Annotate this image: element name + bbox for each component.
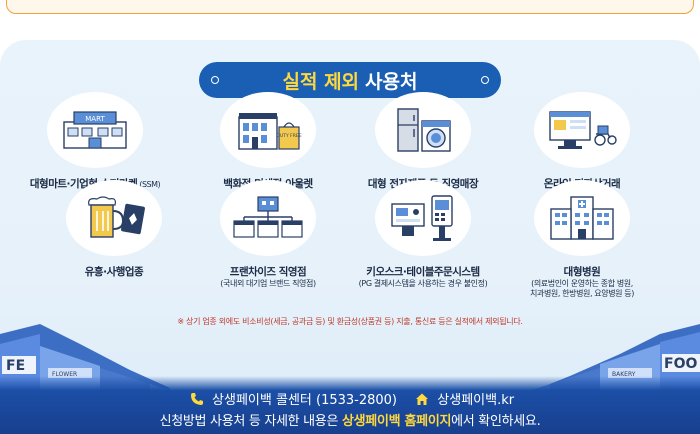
item-sublabel: 치과병원, 한방병원, 요양병원 등) [530,289,634,298]
flower-shop-sign: FLOWER [52,371,77,378]
item-sublabel: (국내외 대기업 브랜드 직영점) [220,279,316,288]
item-label: 프랜차이즈 직영점 [229,266,307,278]
item-supermarket: MART 대형마트·기업형 슈퍼마켓 (SSM) [15,92,175,191]
kiosk-icon [375,180,471,256]
item-franchise: 프랜차이즈 직영점 (국내외 대기업 브랜드 직영점) [188,180,348,289]
item-label: 유흥·사행업종 [84,266,144,278]
supermarket-icon: MART [47,92,143,168]
home-icon [415,392,429,410]
footer-contact: 상생페이백 콜센터 (1533-2800) 상생페이백.kr [0,389,700,410]
item-sublabel: (PG 결제시스템을 사용하는 경우 불인정) [358,279,488,288]
title-dot-left [211,76,219,84]
item-hospital: 대형병원 (의료법인이 운영하는 종합 병원, 치과병원, 한방병원, 요양병원… [502,180,662,299]
item-appliance-store: 대형 전자제품 등 직영매장 [343,92,503,191]
title-rest: 사용처 [365,70,418,93]
footer-guide-after: 에서 확인하세요. [451,414,541,429]
food-shop-sign: FOO [664,356,697,372]
item-sublabel: (의료법인이 운영하는 종합 병원, [531,279,633,288]
item-label: 키오스크·테이블주문시스템 [366,266,480,278]
department-store-icon: DUTY FREE [220,92,316,168]
item-label: 대형병원 [563,266,601,278]
website-link[interactable]: 상생페이백.kr [437,393,515,408]
homepage-link[interactable]: 상생페이백 홈페이지 [341,414,452,429]
item-online-commerce: 온라인 전자상거래 (쇼핑몰, 배달앱 등) [502,92,662,201]
supermarket-sign: MART [85,115,105,123]
footer-band [0,376,700,434]
call-center-text: 상생페이백 콜센터 (1533-2800) [212,393,397,408]
footer-guide: 신청방법 사용처 등 자세한 내용은 상생페이백 홈페이지에서 확인하세요. [0,410,700,429]
exclusion-notice: ※ 상기 업종 외에도 비소비성(세금, 공과금 등) 및 환금성(상품권 등)… [177,317,523,326]
title-highlight: 실적 제외 [282,70,360,93]
duty-free-sign: DUTY FREE [276,133,301,139]
appliance-icon [375,92,471,168]
item-department-store: DUTY FREE 백화점·면세점·아울렛 [188,92,348,191]
bakery-shop-sign: BAKERY [612,371,636,378]
item-entertainment: 유흥·사행업종 [34,180,194,279]
beer-cards-icon [66,180,162,256]
footer-guide-before: 신청방법 사용처 등 자세한 내용은 [159,414,342,429]
phone-icon [190,392,204,410]
left-shop-sign: FE [6,358,25,374]
section-title: 실적 제외 사용처 [199,62,501,98]
item-kiosk: 키오스크·테이블주문시스템 (PG 결제시스템을 사용하는 경우 불인정) [343,180,503,289]
hospital-icon [534,180,630,256]
top-box-edge [6,0,694,14]
franchise-icon [220,180,316,256]
top-strip [0,0,700,18]
online-shopping-icon [534,92,630,168]
title-dot-right [481,76,489,84]
